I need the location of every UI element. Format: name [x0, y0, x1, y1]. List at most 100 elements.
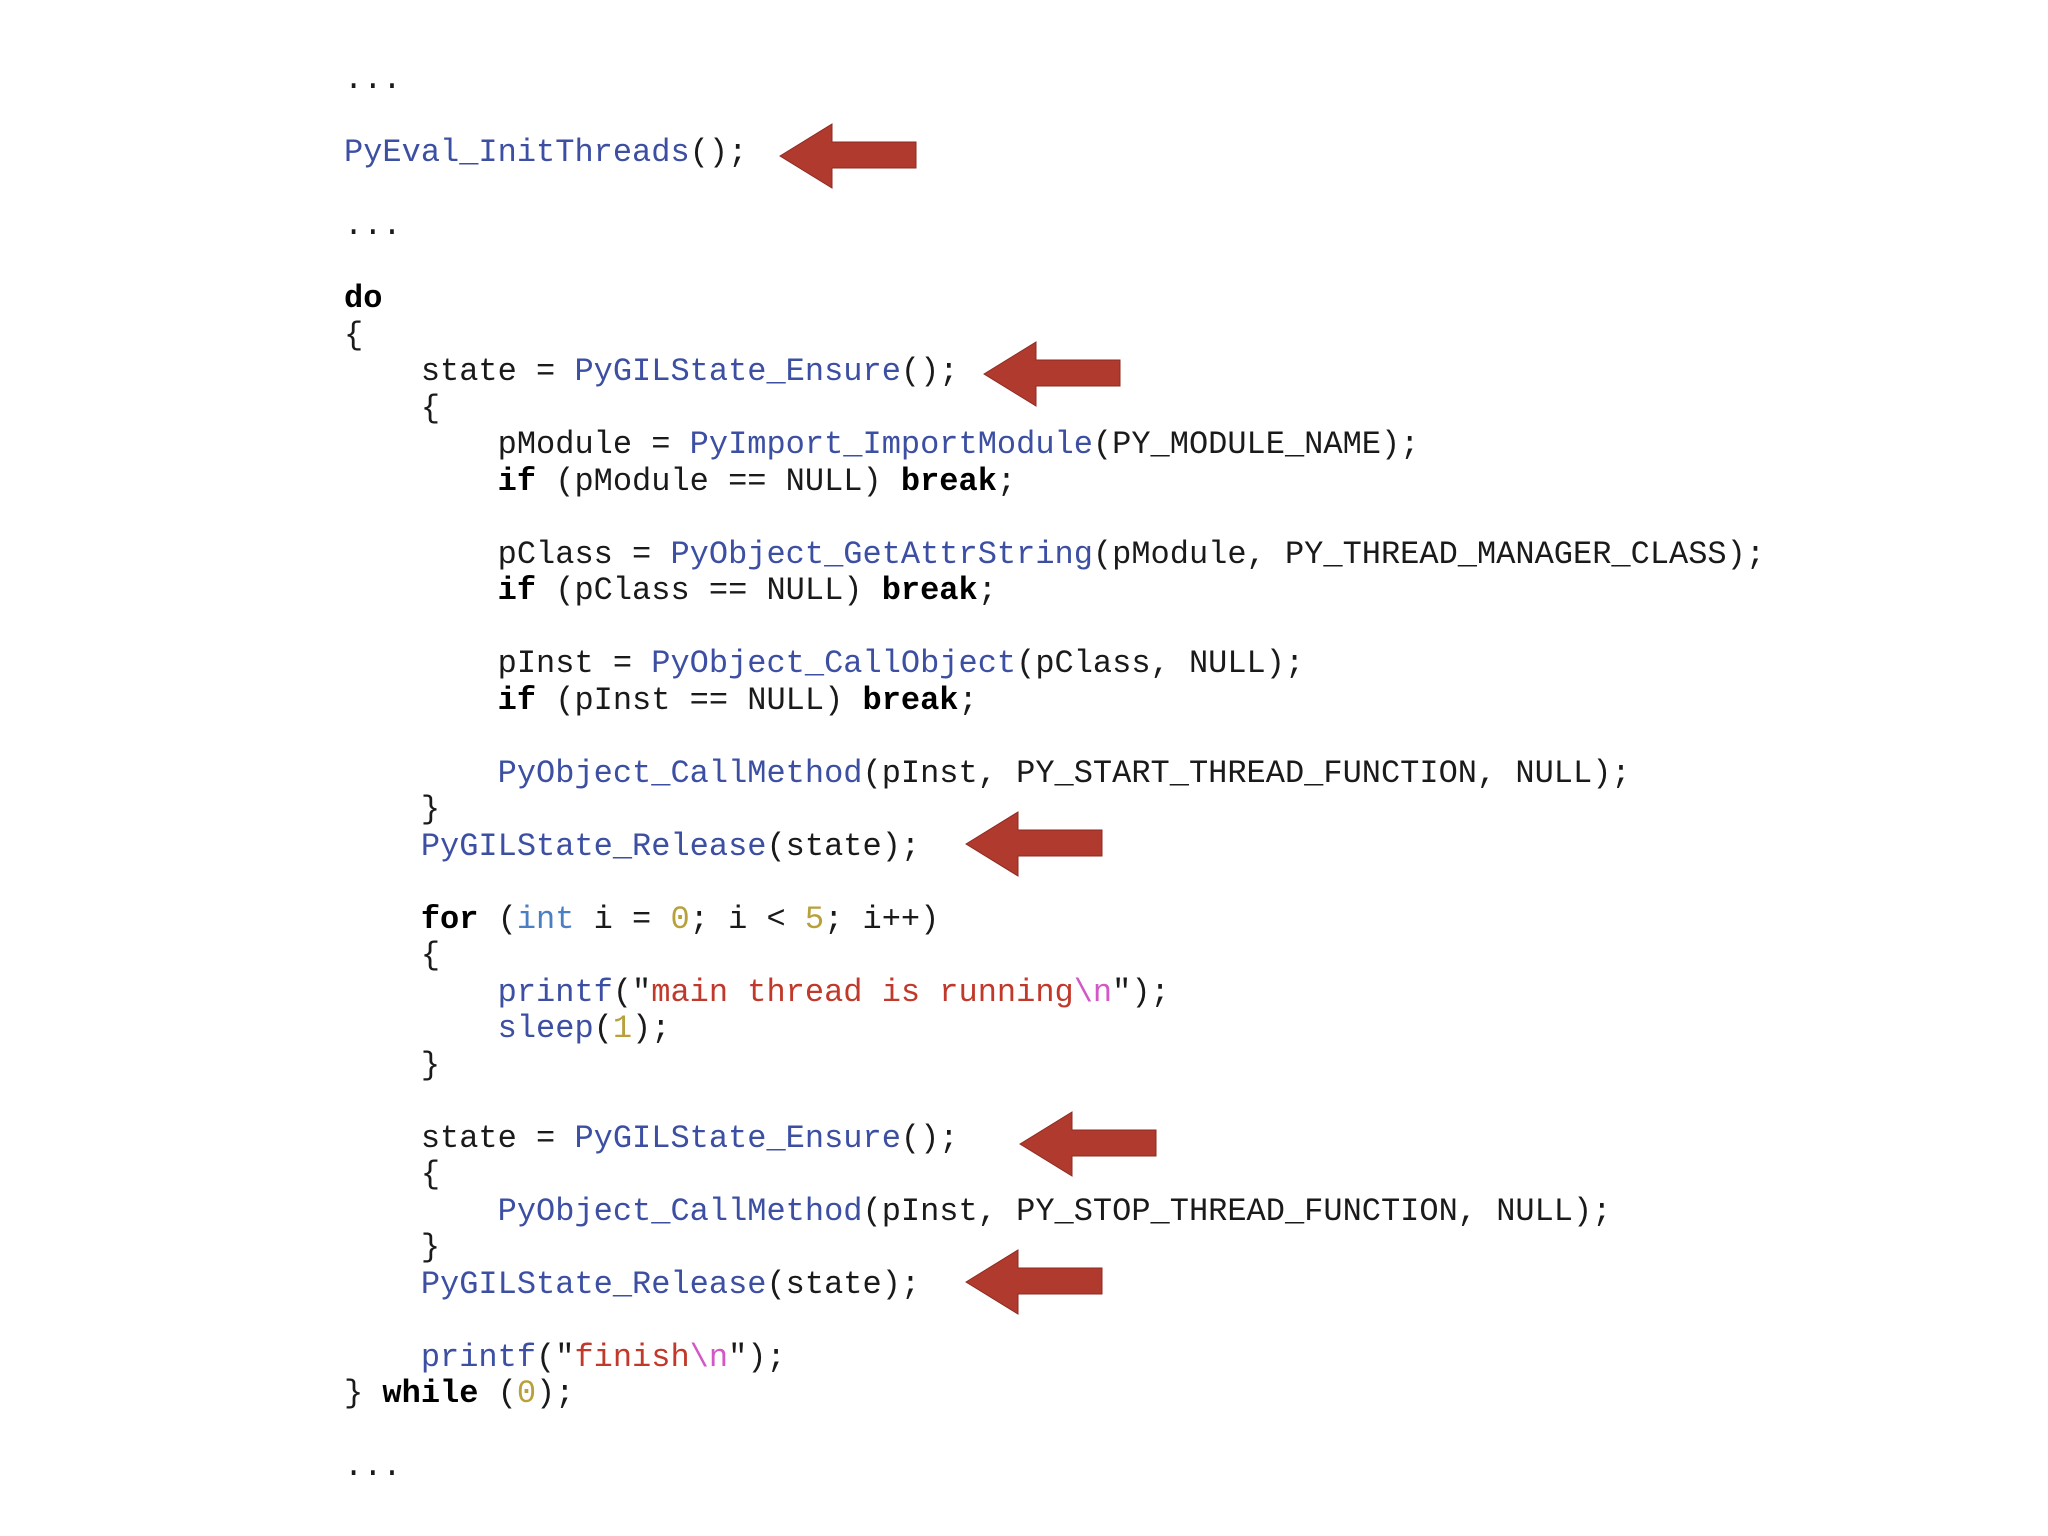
code-token-plain: ... — [344, 1448, 402, 1485]
code-token-plain: ... — [344, 207, 402, 244]
code-token-num: 5 — [804, 900, 825, 938]
code-token-plain: pInst = — [344, 645, 652, 682]
code-line: PyGILState_Release(state); — [344, 827, 1765, 866]
code-line: printf("main thread is running\n"); — [344, 973, 1765, 1012]
code-token-plain: pModule = — [344, 426, 690, 463]
code-token-plain: ; — [958, 681, 978, 719]
code-token-plain: (state); — [766, 1265, 921, 1303]
code-token-esc: \n — [1073, 973, 1113, 1011]
code-token-plain: "); — [728, 1338, 786, 1376]
code-line — [344, 610, 1765, 647]
code-token-plain: ; — [977, 572, 997, 609]
code-token-fn: PyGILState_Ensure — [574, 353, 901, 390]
code-token-fn: printf — [420, 1338, 537, 1376]
code-token-fn: PyGILState_Release — [420, 1265, 767, 1303]
code-line — [344, 1413, 1765, 1450]
code-line — [344, 719, 1765, 756]
code-token-fn: printf — [497, 973, 613, 1011]
code-line: { — [344, 389, 1765, 428]
code-token-plain — [344, 572, 498, 609]
code-token-plain: (state); — [766, 827, 921, 865]
code-token-kw: if — [497, 572, 537, 609]
code-line: pClass = PyObject_GetAttrString(pModule,… — [344, 535, 1766, 574]
code-token-plain: } — [344, 791, 441, 828]
code-token-plain: (); — [689, 134, 748, 171]
code-token-plain: ; i < — [689, 900, 805, 938]
code-line: printf("finish\n"); — [344, 1338, 1765, 1377]
code-token-kw: for — [420, 900, 479, 938]
code-token-plain: ( — [478, 1375, 517, 1412]
code-token-kw: break — [881, 572, 978, 609]
code-token-plain: (pInst, PY_STOP_THREAD_FUNCTION, NULL); — [862, 1192, 1612, 1230]
code-token-fn: PyObject_CallMethod — [497, 754, 863, 792]
code-line: { — [344, 937, 1765, 975]
code-token-plain: ; i++) — [824, 900, 940, 938]
code-line: if (pClass == NULL) break; — [344, 572, 1765, 610]
code-token-plain: (PY_MODULE_NAME); — [1092, 426, 1420, 463]
code-token-plain: "); — [1112, 973, 1170, 1011]
code-token-plain: ); — [632, 1010, 671, 1047]
code-line: PyGILState_Release(state); — [344, 1265, 1765, 1304]
code-token-plain: (" — [612, 973, 652, 1011]
code-token-kw: do — [344, 280, 383, 317]
code-token-plain: ... — [344, 61, 402, 98]
code-line: do — [344, 280, 1765, 318]
left-arrow-icon — [983, 341, 1121, 407]
code-token-kw: if — [497, 681, 537, 719]
code-token-plain: (pModule, PY_THREAD_MANAGER_CLASS); — [1092, 535, 1766, 573]
code-token-kw: break — [862, 681, 959, 719]
code-line: ... — [344, 61, 1765, 99]
code-line: state = PyGILState_Ensure(); — [344, 353, 1765, 391]
code-line — [344, 245, 1765, 282]
code-line: if (pInst == NULL) break; — [344, 681, 1765, 720]
code-token-str: finish — [574, 1338, 690, 1376]
code-token-plain: (pClass, NULL); — [1016, 645, 1305, 682]
code-token-plain — [344, 901, 421, 938]
code-token-plain: (); — [900, 353, 959, 390]
code-token-plain: { — [344, 389, 441, 427]
code-token-plain — [344, 828, 421, 865]
left-arrow-icon — [965, 811, 1103, 877]
code-line: } while (0); — [344, 1375, 1765, 1413]
code-line: sleep(1); — [344, 1010, 1765, 1048]
code-line: PyEval_InitThreads(); — [344, 134, 1765, 172]
code-token-plain: state = — [344, 353, 575, 390]
code-token-plain: state = — [344, 1119, 575, 1157]
code-token-type: int — [516, 900, 575, 938]
code-token-plain — [344, 1010, 498, 1047]
code-token-plain: ); — [536, 1375, 575, 1412]
code-token-plain: { — [344, 937, 441, 974]
code-token-kw: break — [900, 462, 997, 500]
code-token-esc: \n — [689, 1338, 729, 1376]
code-token-plain — [344, 1193, 498, 1230]
code-line: for (int i = 0; i < 5; i++) — [344, 900, 1765, 939]
code-token-fn: PyObject_CallMethod — [497, 1192, 863, 1230]
code-token-plain — [344, 463, 498, 500]
code-token-fn: PyEval_InitThreads — [344, 134, 690, 171]
code-line: state = PyGILState_Ensure(); — [344, 1119, 1765, 1158]
code-line: { — [344, 1156, 1765, 1194]
code-token-plain — [344, 974, 498, 1011]
code-line: } — [344, 1229, 1765, 1267]
code-token-plain: } — [344, 1375, 383, 1412]
code-token-plain: { — [344, 1156, 441, 1193]
code-token-plain: (pInst == NULL) — [536, 681, 863, 719]
code-token-fn: PyGILState_Release — [420, 827, 767, 865]
code-token-num: 0 — [670, 900, 690, 938]
code-token-plain: (pClass == NULL) — [536, 572, 882, 609]
code-line: } — [344, 791, 1765, 829]
code-line: pModule = PyImport_ImportModule(PY_MODUL… — [344, 426, 1765, 464]
code-line — [344, 172, 1765, 209]
code-line — [344, 500, 1765, 537]
code-token-plain: ; — [996, 462, 1017, 500]
code-token-plain: } — [344, 1229, 441, 1266]
code-line: } — [344, 1047, 1765, 1085]
code-line: ... — [344, 1448, 1765, 1486]
code-line: PyObject_CallMethod(pInst, PY_STOP_THREA… — [344, 1192, 1765, 1231]
code-token-str: main thread is running — [651, 973, 1074, 1011]
code-token-plain — [344, 1339, 421, 1376]
code-token-fn: PyObject_CallObject — [651, 645, 1017, 682]
code-line: pInst = PyObject_CallObject(pClass, NULL… — [344, 645, 1765, 683]
left-arrow-icon — [965, 1249, 1103, 1315]
code-token-fn: sleep — [497, 1010, 594, 1047]
